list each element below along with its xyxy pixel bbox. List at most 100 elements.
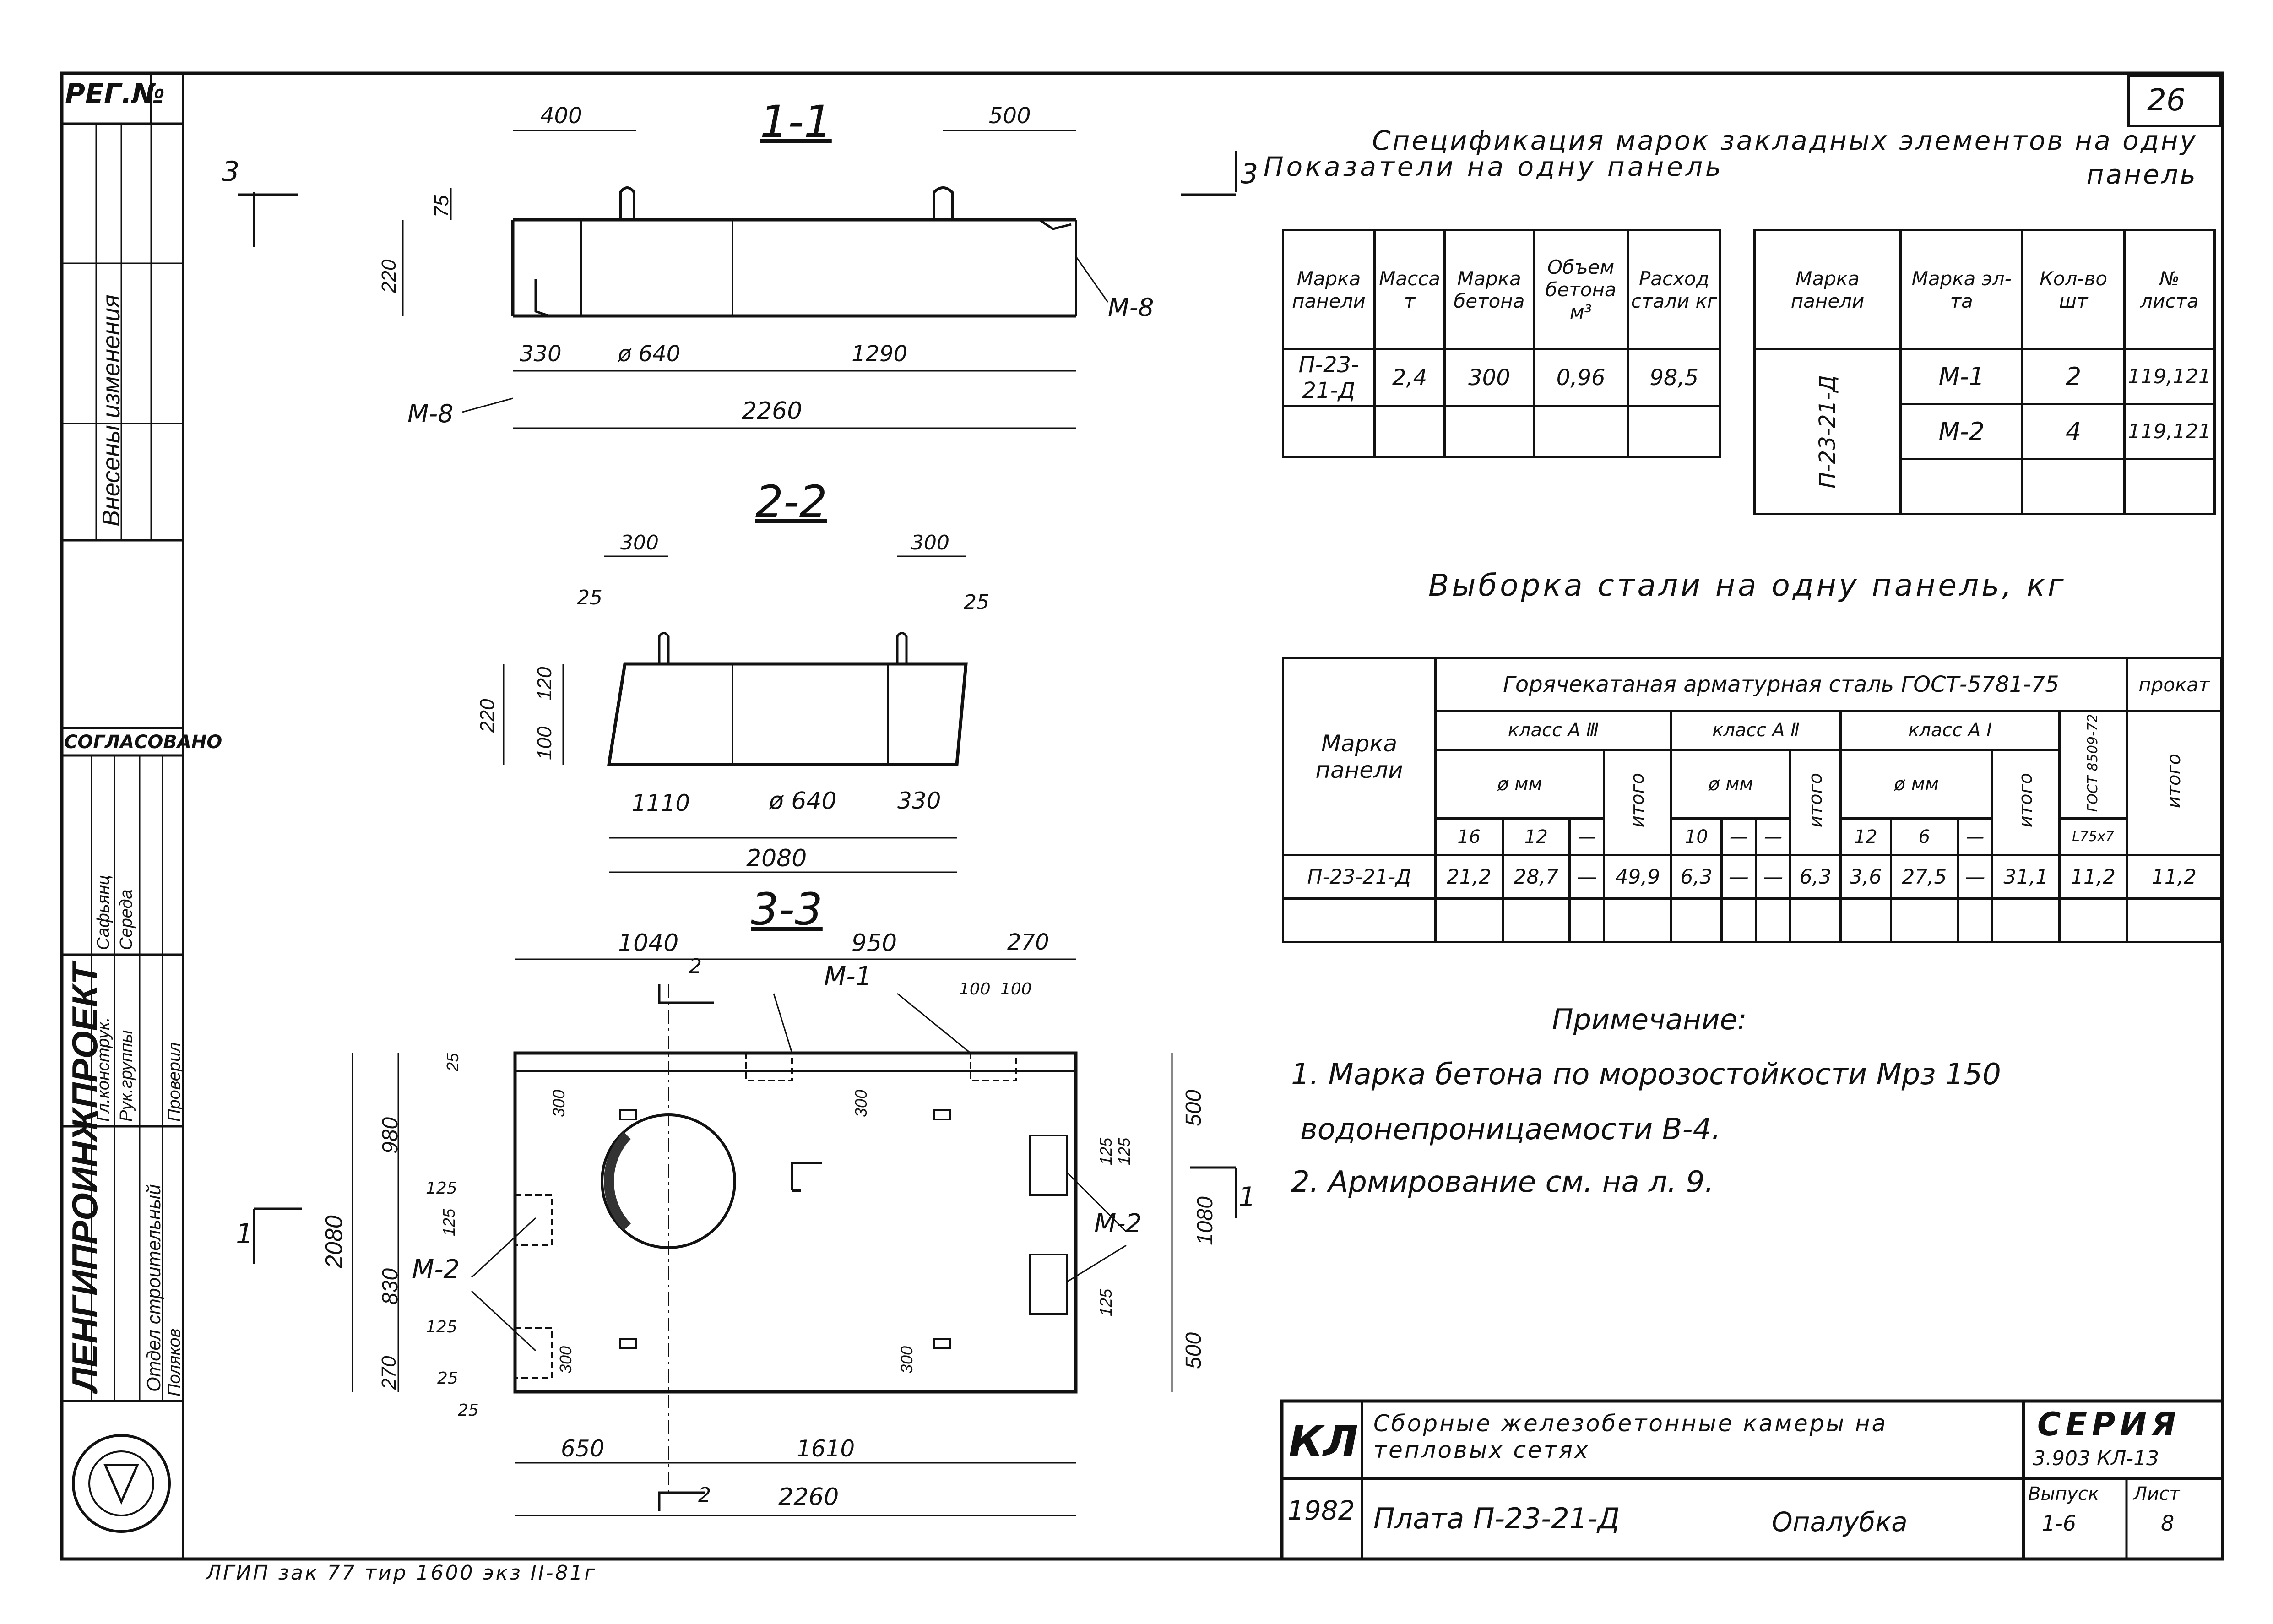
dim-3-3: 2260: [778, 1483, 839, 1511]
title-item: Плата П-23-21-Д: [1373, 1502, 1620, 1535]
steel-empty-cell: [2125, 897, 2223, 944]
vypusk-value: 1-6: [2042, 1511, 2077, 1536]
steel-sub: 10: [1670, 817, 1723, 857]
title-type: Опалубка: [1772, 1506, 1908, 1537]
embedded-spec-title: Спецификация марок закладных элементов н…: [1372, 125, 2197, 190]
title-description: Сборные железобетонные камеры на тепловы…: [1373, 1410, 1888, 1463]
dim-2-2: 2080: [746, 845, 807, 872]
list-label: Лист: [2133, 1483, 2180, 1505]
steel-itogo-a3: итого: [1603, 748, 1673, 857]
name-7: Поляков: [165, 1328, 184, 1396]
dim-3-3: 500: [1182, 1089, 1206, 1126]
embedded-spec-header: Марка панели: [1753, 229, 1902, 350]
steel-itogo-label: итого: [1627, 773, 1649, 828]
dim-1-1: 75: [430, 195, 453, 217]
steel-col-panel: Марка панели: [1282, 657, 1437, 857]
indicators-cell: 98,5: [1627, 348, 1722, 407]
steel-prokat: прокат: [2125, 657, 2223, 712]
cut-1-left: 1: [236, 1218, 254, 1250]
embedded-spec-cell: 2: [2021, 348, 2126, 405]
steel-sub: —: [1568, 817, 1606, 857]
steel-empty-cell: [1568, 897, 1606, 944]
steel-empty-cell: [2058, 897, 2128, 944]
steel-empty-cell: [1755, 897, 1792, 944]
series-label: СЕРИЯ: [2037, 1406, 2181, 1443]
dim-2-2: ø 640: [769, 788, 837, 815]
dim-3-3: 25: [443, 1053, 462, 1071]
embedded-spec-panel-label: П-23-21-Д: [1815, 375, 1841, 489]
indicators-empty-cell: [1282, 405, 1376, 458]
steel-gost-prokat: ГОСТ 8509-72: [2058, 709, 2128, 820]
indicators-header: Объем бетона м³: [1532, 229, 1629, 350]
dim-2-2: 300: [620, 531, 659, 554]
series-value: 3.903 КЛ-13: [2033, 1447, 2159, 1470]
steel-gost-prokat-label: ГОСТ 8509-72: [2085, 714, 2101, 812]
steel-cell: 21,2: [1434, 854, 1504, 900]
steel-cell: —: [1957, 854, 1994, 900]
steel-sub: —: [1720, 817, 1758, 857]
steel-diam-a2: ø мм: [1670, 748, 1792, 820]
dim-3-3: 950: [852, 929, 897, 957]
steel-cell: —: [1568, 854, 1606, 900]
dim-1-1: 400: [540, 103, 582, 129]
cut-2-top: 2: [689, 955, 702, 978]
indicators-empty-cell: [1627, 405, 1722, 458]
indicators-table: Марка панели Масса т Марка бетона Объем …: [1282, 229, 1722, 458]
mark-m2-left: M-2: [412, 1255, 460, 1284]
note-line: 1. Марка бетона по морозостойкости Мрз 1…: [1291, 1058, 2001, 1092]
dim-2-2: 300: [911, 531, 949, 554]
name-2: Середа: [117, 889, 136, 950]
steel-class-a1: класс А Ⅰ: [1839, 710, 2061, 751]
page-number: 26: [2147, 82, 2186, 118]
dim-2-2: 25: [577, 586, 602, 609]
dim-3-3: 270: [378, 1356, 400, 1390]
name-1: Сафьянц: [94, 875, 113, 950]
dim-2-2: 120: [533, 667, 556, 701]
dim-2-2: 330: [897, 788, 941, 814]
notes-title: Примечание:: [1552, 1003, 1747, 1036]
steel-sub: 6: [1889, 817, 1959, 857]
reg-label: РЕГ.№: [65, 78, 165, 110]
dim-3-3: 25: [437, 1369, 458, 1388]
embedded-spec-cell: 119,121: [2123, 348, 2216, 405]
steel-cell: 3,6: [1839, 854, 1892, 900]
dim-3-3: 300: [852, 1089, 870, 1117]
dim-3-3: 125: [1115, 1137, 1134, 1165]
steel-title: Выборка стали на одну панель, кг: [1428, 568, 2067, 603]
embedded-spec-header: Кол-во шт: [2021, 229, 2126, 350]
indicators-empty-cell: [1443, 405, 1535, 458]
steel-sub: 16: [1434, 817, 1504, 857]
steel-cell: —: [1720, 854, 1758, 900]
indicators-empty-cell: [1532, 405, 1629, 458]
note-line: 2. Армирование см. на л. 9.: [1291, 1165, 1714, 1199]
steel-diam-a3: ø мм: [1434, 748, 1606, 820]
dim-3-3: 1040: [618, 929, 679, 957]
cut-1-right: 1: [1238, 1181, 1256, 1213]
dim-3-3: 980: [378, 1117, 402, 1154]
indicators-cell: 2,4: [1373, 348, 1446, 407]
section-3-3-drawing: [352, 958, 1173, 1516]
indicators-header: Марка панели: [1282, 229, 1376, 350]
dim-3-3: 500: [1182, 1332, 1206, 1369]
embedded-spec-header: № листа: [2123, 229, 2216, 350]
title-code: КЛ: [1289, 1417, 1358, 1466]
steel-cell: 11,2: [2058, 854, 2128, 900]
steel-cell: 27,5: [1889, 854, 1959, 900]
dim-3-3: 1080: [1193, 1196, 1217, 1245]
steel-empty-cell: [1720, 897, 1758, 944]
steel-diam-a1: ø мм: [1839, 748, 1994, 820]
title-block-frame: [1280, 1399, 2224, 1561]
dim-2-2: 25: [964, 591, 989, 614]
dim-3-3: 125: [439, 1208, 458, 1236]
role-2: Рук.группы: [117, 1030, 136, 1122]
role-1: Гл.конструк.: [94, 1017, 113, 1122]
dim-3-3: 125: [426, 1318, 457, 1336]
section-1-1-label: 1-1: [760, 96, 832, 147]
note-line: водонепроницаемости В-4.: [1300, 1113, 1721, 1146]
steel-itogo-prokat: итого: [2125, 709, 2223, 857]
embedded-spec-cell: М-1: [1899, 348, 2024, 405]
indicators-header: Расход стали кг: [1627, 229, 1722, 350]
mark-m2-right: M-2: [1094, 1209, 1142, 1238]
steel-itogo-a2: итого: [1789, 748, 1842, 857]
dim-3-3: 300: [897, 1346, 916, 1374]
